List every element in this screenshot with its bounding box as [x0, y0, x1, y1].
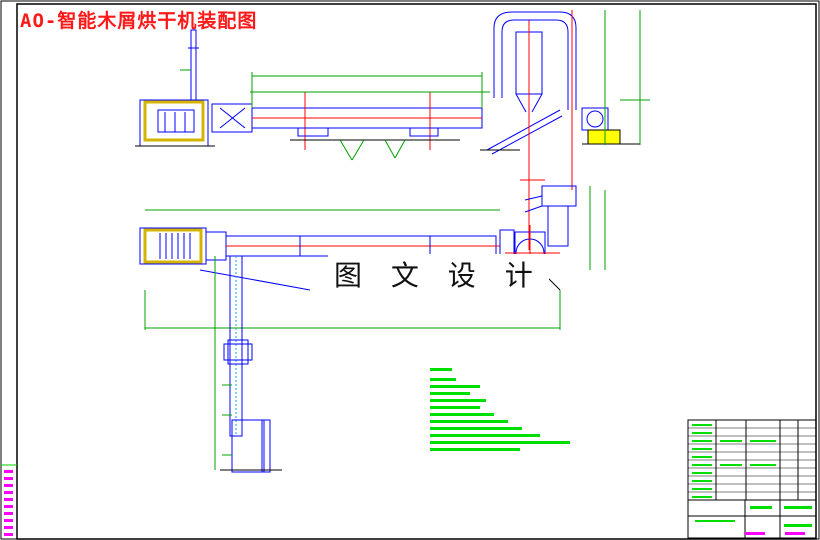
front-view — [135, 10, 650, 180]
binding-strip — [1, 464, 17, 536]
watermark-text: 图 文 设 计 — [328, 254, 549, 294]
inner-frame — [16, 3, 817, 540]
title-block — [687, 419, 817, 539]
furnace-plan — [139, 227, 207, 265]
hopper — [231, 419, 265, 473]
chimney — [190, 29, 197, 101]
inclined-conveyor — [486, 109, 561, 151]
air-duct — [493, 11, 577, 110]
plan-view — [139, 185, 606, 330]
technical-notes — [430, 368, 570, 451]
collection-tank — [587, 129, 621, 145]
projection-lines — [520, 175, 573, 250]
drive-unit — [227, 339, 249, 365]
vertical-conveyor — [214, 255, 282, 473]
furnace-casing — [143, 100, 205, 142]
drawing-title: AO-智能木屑烘干机装配图 — [20, 10, 258, 32]
